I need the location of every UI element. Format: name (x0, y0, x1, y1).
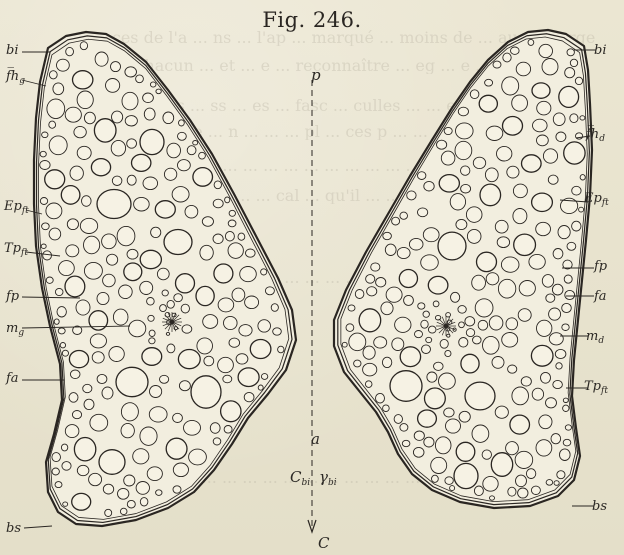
axis-label-c: C (318, 536, 329, 551)
symmetry-axis (308, 80, 316, 532)
label-epft-left: Epft (4, 200, 29, 216)
label-epft-right: Epft (584, 192, 609, 208)
label-fa-right: fa (594, 290, 607, 303)
axis-label-a: a (311, 432, 320, 447)
axis-label-gamma: γbi (319, 470, 337, 488)
label-md: md (586, 330, 604, 346)
label-mg: mg (6, 322, 24, 338)
axis-label-cbi: Cbi (290, 470, 310, 488)
label-fa-left: fa (6, 372, 19, 385)
label-fg: f̅hg (6, 70, 25, 86)
label-fp-left: fp (6, 290, 19, 303)
label-bs-left: bs (6, 522, 21, 535)
label-fd: f̅hd (586, 128, 605, 144)
left-leaf-section (34, 32, 296, 526)
label-fp-right: fp (594, 260, 607, 273)
axis-label-p: p (311, 68, 321, 83)
label-tpft-right: Tpft (584, 380, 608, 396)
label-bi-left: bi (6, 44, 18, 57)
right-leaf-section (334, 30, 592, 508)
label-bs-right: bs (592, 500, 607, 513)
label-tpft-left: Tpft (4, 242, 28, 258)
label-bi-right: bi (594, 44, 606, 57)
